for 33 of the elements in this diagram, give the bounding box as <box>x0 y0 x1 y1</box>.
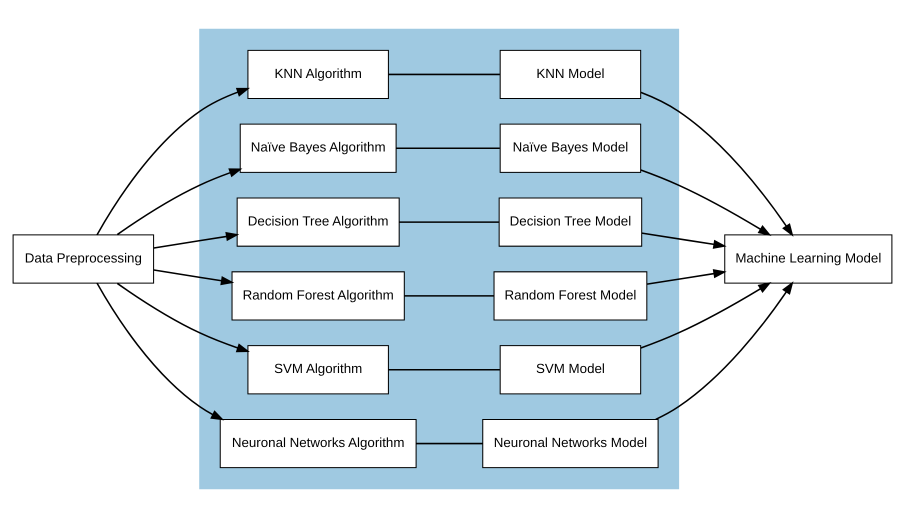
arrow <box>116 282 250 352</box>
arrow <box>640 282 771 349</box>
arrow <box>116 168 242 236</box>
node-box: Naïve Bayes Model <box>499 124 641 173</box>
connector <box>404 295 494 297</box>
connector <box>388 368 500 371</box>
connector <box>388 74 500 76</box>
node-box: Neuronal Networks Algorithm <box>219 418 416 468</box>
arrow <box>654 281 793 420</box>
node-box: Neuronal Networks Model <box>482 418 658 468</box>
arrow <box>646 269 726 285</box>
cluster <box>198 28 679 490</box>
node-box: Data Preprocessing <box>12 234 154 284</box>
arrow <box>640 169 771 236</box>
node-box: KNN Model <box>499 50 641 100</box>
arrow <box>96 88 250 236</box>
arrow <box>153 232 239 249</box>
node-box: Decision Tree Model <box>498 197 642 247</box>
node-box: Random Forest Model <box>493 271 647 321</box>
node-box: KNN Algorithm <box>246 50 388 100</box>
arrow <box>641 232 726 249</box>
connector <box>398 221 498 223</box>
node-box: Naïve Bayes Algorithm <box>239 124 396 173</box>
arrow <box>640 92 793 237</box>
node-box: Decision Tree Algorithm <box>236 197 400 247</box>
node-box: SVM Algorithm <box>246 345 388 394</box>
arrow <box>153 269 234 286</box>
node-box: SVM Model <box>499 345 641 394</box>
connector <box>416 442 482 444</box>
node-box: Random Forest Algorithm <box>231 271 404 321</box>
node-box: Machine Learning Model <box>724 234 892 284</box>
connector <box>396 147 500 150</box>
arrow <box>96 282 224 420</box>
